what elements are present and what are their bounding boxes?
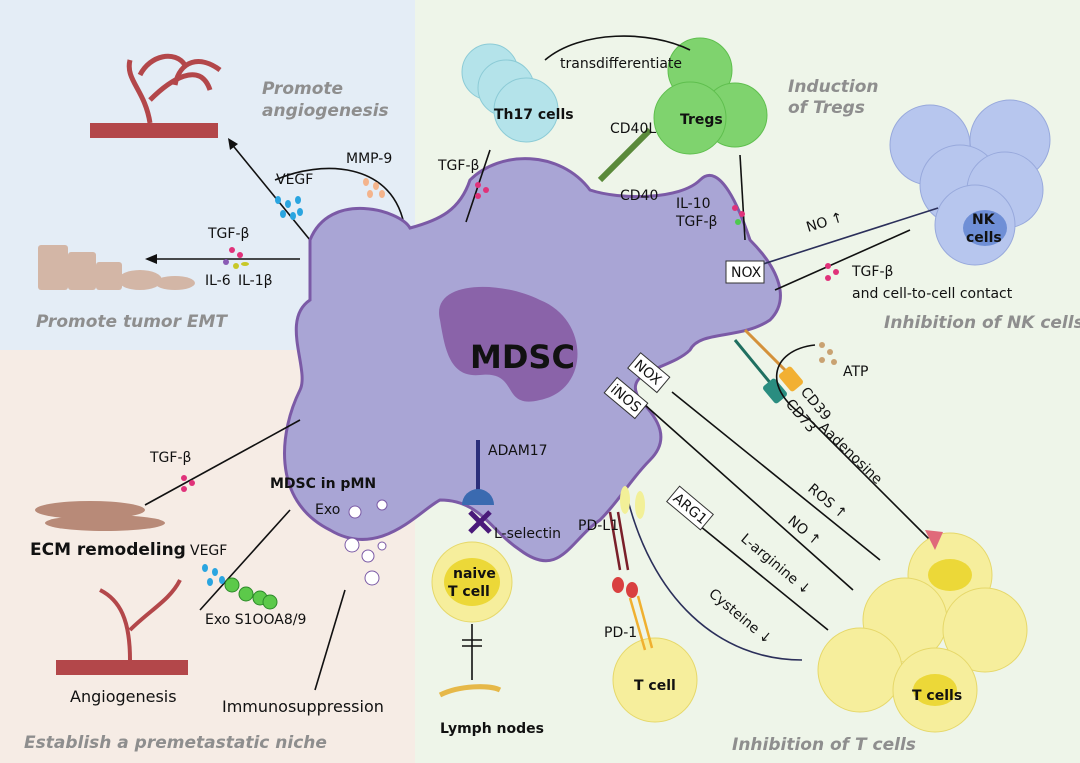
lymph-nodes-label: Lymph nodes (440, 721, 544, 737)
cd40-receptor (597, 127, 653, 183)
nk-label-2: cells (966, 230, 1002, 246)
cd40l-label: CD40L (610, 121, 656, 137)
tgfb-treg-label: TGF-β (675, 214, 717, 230)
tcells-label: T cells (912, 688, 962, 704)
tgfb-ecm-label: TGF-β (149, 450, 191, 466)
arrow-to-ecm (144, 419, 301, 506)
tcell-label: T cell (634, 678, 676, 694)
lymph-node-neuron-icon (438, 684, 502, 698)
no-inhibition-line (759, 207, 939, 266)
tregs-label: Tregs (680, 112, 723, 128)
tgfb-label: TGF-β (207, 226, 249, 242)
tgfb-particles-icon (475, 182, 489, 199)
adenosine-receptor-icon (925, 530, 943, 550)
section-angiogenesis-title: Promote (262, 79, 343, 99)
il10-particles-icon (732, 205, 745, 225)
nox-box (725, 260, 765, 284)
blood-vessel-icon (90, 53, 222, 138)
cd73-receptor (733, 339, 774, 386)
arrow-to-nk (774, 229, 911, 291)
mmp9-label: MMP-9 (346, 151, 392, 167)
mmp9-particles-icon (363, 178, 385, 198)
tregs-cells (653, 37, 768, 155)
section-tregs-title-2: of Tregs (788, 98, 865, 118)
ecm-label: ECM remodeling (30, 540, 186, 560)
cytokine-particles-icon (223, 247, 249, 269)
exosome-icon (348, 499, 388, 519)
il10-label: IL-10 (676, 196, 711, 212)
section-tregs-title: Induction (788, 77, 879, 97)
section-tcells-title: Inhibition of T cells (732, 735, 916, 755)
arrow-to-immunosuppression (314, 589, 346, 691)
vessel-niche-icon (56, 660, 188, 675)
nk-nucleus (963, 210, 1007, 246)
cysteine-inhibition-line (624, 487, 803, 661)
emt-cells-icon (38, 245, 195, 290)
adam17-label: ADAM17 (488, 443, 548, 459)
exo-s100-icon (224, 577, 278, 610)
arrow-to-tregs (739, 154, 746, 241)
vegf-label: VEGF (276, 172, 313, 188)
arrow-mmp9-vegf (274, 167, 406, 231)
immunosuppression-label: Immunosuppression (222, 697, 384, 716)
t-cell (612, 637, 698, 723)
pdl1-label: PD-L1 (578, 518, 619, 534)
th17-cells (461, 43, 559, 143)
pd1-receptor (628, 595, 654, 651)
nk-label: NK (972, 212, 996, 228)
vegf2-particles-icon (202, 564, 225, 586)
vegf2-label: VEGF (190, 543, 227, 559)
tgfb-nk-particles-icon (825, 263, 839, 281)
exo-s100-label: Exo S1OOA8/9 (205, 612, 306, 628)
section-emt-title: Promote tumor EMT (36, 312, 228, 332)
arrow-to-angiogenesis (229, 141, 311, 241)
exo-particles-icon (344, 537, 387, 586)
th17-label: Th17 cells (494, 107, 574, 123)
mdsc-pmn-label: MDSC in pMN (270, 476, 376, 492)
blocked-arrow-lymph (462, 624, 482, 680)
l-selectin-cleaved-icon (468, 510, 492, 534)
section-nk-title: Inhibition of NK cells (884, 313, 1080, 333)
atp-particles-icon (819, 342, 837, 365)
pd1-label: PD-1 (604, 625, 637, 641)
adenosine-arrow (775, 344, 936, 546)
mdsc-nucleus (439, 286, 578, 402)
naive-label: naive (453, 566, 496, 582)
section-niche-title: Establish a premetastatic niche (24, 733, 327, 753)
no-inhibition-line-2 (644, 404, 854, 591)
ros-inhibition-line (671, 391, 881, 561)
arrow-to-angiogenesis-niche (199, 509, 291, 611)
tgfb-nk-label: TGF-β (851, 264, 893, 280)
mdsc-label: MDSC (470, 338, 575, 376)
cd39-receptor (743, 328, 792, 377)
il1b-label: IL-1β (238, 273, 273, 289)
nox-label: NOX (731, 265, 762, 281)
exo-label: Exo (315, 502, 340, 518)
atp-label: ATP (843, 364, 868, 380)
nk-cells (889, 99, 1051, 266)
il6-label: IL-6 (205, 273, 231, 289)
lselectin-label: L-selectin (494, 526, 561, 542)
ecm-fibroblast-icon (35, 501, 165, 531)
tgfb-ecm-particles-icon (181, 475, 195, 492)
section-angiogenesis-title-2: angiogenesis (262, 101, 389, 121)
pdl1-ligand (608, 511, 630, 571)
tgfb-th17-label: TGF-β (437, 158, 479, 174)
cd40-label: CD40 (620, 188, 658, 204)
larginine-inhibition-line (699, 525, 829, 631)
angiogenesis-label: Angiogenesis (70, 687, 177, 706)
vegf-particles-icon (275, 196, 303, 220)
contact-label: and cell-to-cell contact (852, 286, 1013, 302)
transdifferentiate-label: transdifferentiate (560, 56, 682, 72)
arrow-transdifferentiate (544, 35, 691, 61)
naive-label-2: T cell (448, 584, 490, 600)
